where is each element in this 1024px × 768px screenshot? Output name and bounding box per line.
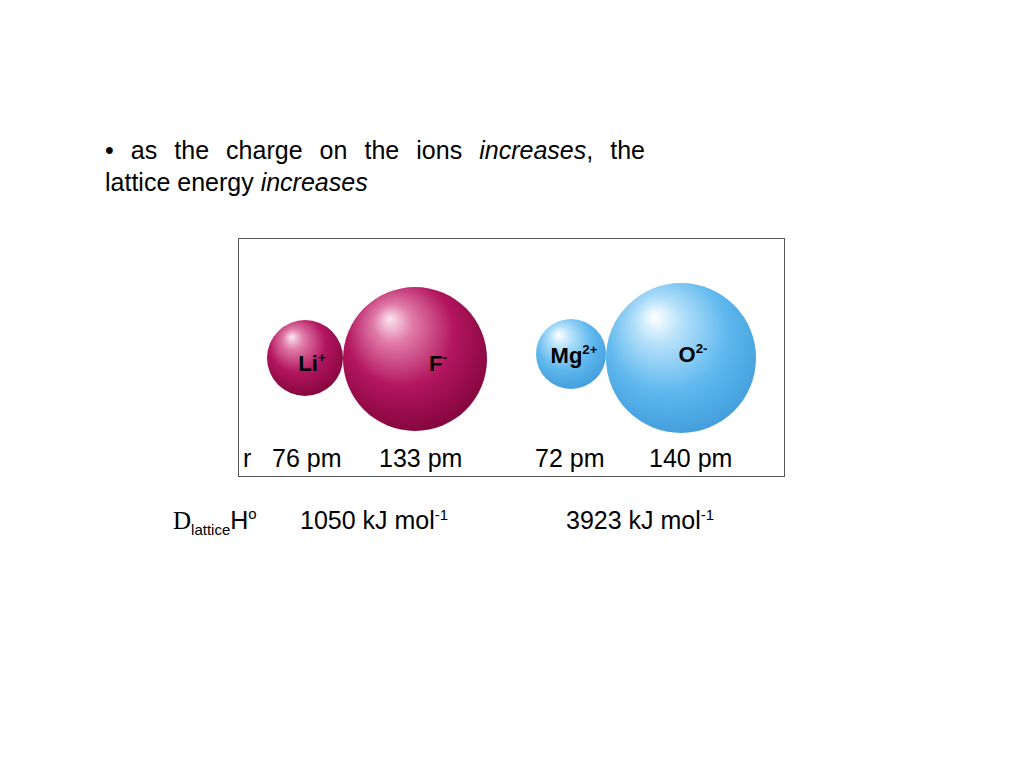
quantity-symbol: DlatticeHo — [173, 505, 257, 536]
magnesium-ion: Mg2+ — [536, 319, 606, 389]
text-run: r — [243, 444, 251, 472]
radius-value: 140 pm — [649, 443, 732, 473]
lattice-energy-value: 3923 kJ mol-1 — [566, 505, 714, 535]
ion-sphere-shape — [606, 283, 756, 433]
text-run: -1 — [435, 506, 448, 523]
text-run: 1050 kJ mol — [300, 506, 435, 534]
radius-value: 133 pm — [379, 443, 462, 473]
ion-label: O2- — [679, 342, 708, 368]
text-run: 2+ — [582, 342, 597, 357]
text-run: + — [318, 350, 326, 365]
radius-value: 76 pm — [272, 443, 341, 473]
text-run: lattice energy — [105, 168, 261, 196]
text-run: D — [173, 507, 191, 534]
ion-sphere-shape — [536, 319, 606, 389]
text-run: increases — [479, 136, 586, 164]
ion-label: Li+ — [298, 351, 325, 377]
text-run: O — [679, 342, 696, 367]
text-run: 72 pm — [535, 444, 604, 472]
text-run: 3923 kJ mol — [566, 506, 701, 534]
text-line: • as the charge on the ions increases, t… — [105, 134, 645, 166]
text-run: -1 — [701, 506, 714, 523]
bullet-point: • as the charge on the ions increases, t… — [105, 134, 645, 198]
text-run: 140 pm — [649, 444, 732, 472]
ion-label: Mg2+ — [551, 343, 598, 369]
ion-sphere — [343, 287, 487, 431]
text-run: lattice — [191, 521, 230, 538]
text-run: increases — [261, 168, 368, 196]
text-run: , the — [586, 136, 645, 164]
text-run: o — [248, 505, 256, 522]
fluoride-ion: F- — [343, 287, 487, 431]
radius-value: 72 pm — [535, 443, 604, 473]
text-run: Li — [298, 351, 318, 376]
oxide-ion: O2- — [606, 283, 756, 433]
text-run: 2- — [696, 341, 708, 356]
ion-label: F- — [429, 351, 447, 377]
text-line: lattice energy increases — [105, 166, 645, 198]
text-run: 76 pm — [272, 444, 341, 472]
radius-symbol: r — [243, 443, 251, 473]
ion-sphere-shape — [267, 320, 343, 396]
text-run: H — [230, 506, 248, 534]
text-run: F — [429, 351, 442, 376]
lattice-energy-value: 1050 kJ mol-1 — [300, 505, 448, 535]
radius-panel: r 76 pm 133 pm 72 pm 140 pm Li+ F- Mg2+ O2- — [238, 238, 785, 477]
ion-sphere-shape — [343, 287, 487, 431]
text-run: - — [443, 350, 447, 365]
lithium-ion: Li+ — [267, 320, 343, 396]
text-run: 133 pm — [379, 444, 462, 472]
text-run: Mg — [551, 343, 583, 368]
text-run: • as the charge on the ions — [105, 136, 479, 164]
